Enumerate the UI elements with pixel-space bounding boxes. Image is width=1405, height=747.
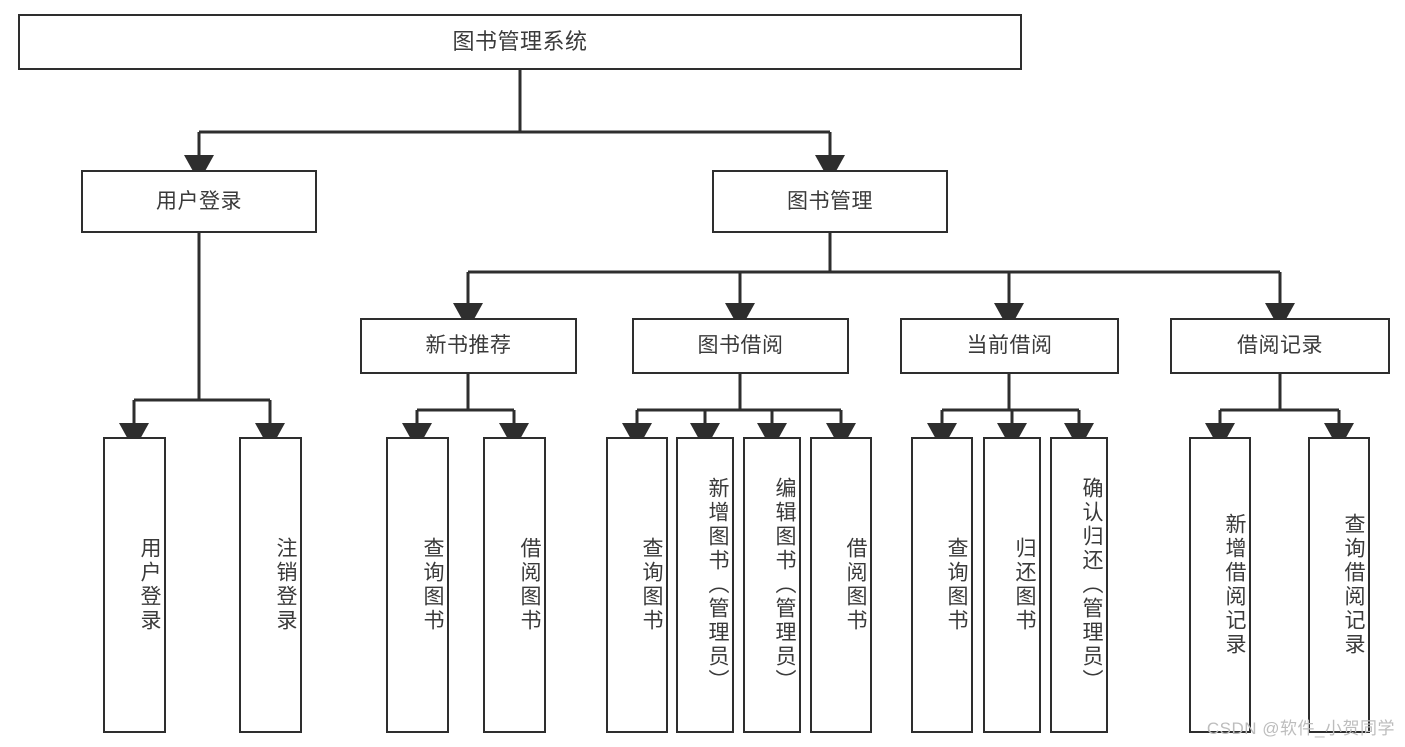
- node-new-book-recommend-label: 新书推荐: [425, 334, 512, 358]
- node-current-borrow[interactable]: 当前借阅: [900, 318, 1119, 374]
- node-leaf-add-book-label: 新增图书（管理员）: [706, 477, 729, 693]
- node-borrow-record-label: 借阅记录: [1237, 334, 1323, 358]
- node-leaf-borrow-book[interactable]: 借阅图书: [810, 437, 872, 733]
- node-leaf-edit-book[interactable]: 编辑图书（管理员）: [743, 437, 801, 733]
- node-borrow-record[interactable]: 借阅记录: [1170, 318, 1390, 374]
- node-new-book-recommend[interactable]: 新书推荐: [360, 318, 577, 374]
- node-leaf-query-book-cur-label: 查询图书: [945, 537, 968, 633]
- node-leaf-add-book[interactable]: 新增图书（管理员）: [676, 437, 734, 733]
- node-leaf-user-login-label: 用户登录: [138, 537, 161, 633]
- node-leaf-edit-book-label: 编辑图书（管理员）: [773, 477, 796, 693]
- node-leaf-add-record[interactable]: 新增借阅记录: [1189, 437, 1251, 733]
- node-leaf-borrow-book-rec[interactable]: 借阅图书: [483, 437, 546, 733]
- node-book-manage[interactable]: 图书管理: [712, 170, 948, 233]
- node-leaf-user-login[interactable]: 用户登录: [103, 437, 166, 733]
- node-user-login-label: 用户登录: [156, 189, 242, 213]
- node-leaf-logout-label: 注销登录: [274, 537, 297, 633]
- node-leaf-borrow-book-rec-label: 借阅图书: [518, 537, 541, 633]
- node-user-login[interactable]: 用户登录: [81, 170, 317, 233]
- csdn-watermark: CSDN @软件_小贺同学: [1206, 719, 1395, 738]
- node-leaf-query-book-borrow[interactable]: 查询图书: [606, 437, 668, 733]
- node-leaf-borrow-book-label: 借阅图书: [844, 537, 867, 633]
- node-leaf-query-book-borrow-label: 查询图书: [640, 537, 663, 633]
- node-leaf-logout[interactable]: 注销登录: [239, 437, 302, 733]
- node-current-borrow-label: 当前借阅: [966, 334, 1053, 358]
- node-leaf-return-book-label: 归还图书: [1013, 537, 1036, 633]
- node-leaf-query-record[interactable]: 查询借阅记录: [1308, 437, 1370, 733]
- node-leaf-return-book[interactable]: 归还图书: [983, 437, 1041, 733]
- node-leaf-query-book-rec[interactable]: 查询图书: [386, 437, 449, 733]
- node-leaf-query-book-cur[interactable]: 查询图书: [911, 437, 973, 733]
- node-leaf-query-record-label: 查询借阅记录: [1342, 513, 1365, 657]
- node-book-borrow[interactable]: 图书借阅: [632, 318, 849, 374]
- node-root[interactable]: 图书管理系统: [18, 14, 1022, 70]
- node-book-borrow-label: 图书借阅: [697, 334, 784, 358]
- node-book-manage-label: 图书管理: [787, 189, 873, 213]
- node-root-label: 图书管理系统: [452, 28, 588, 54]
- node-leaf-confirm-return[interactable]: 确认归还（管理员）: [1050, 437, 1108, 733]
- node-leaf-add-record-label: 新增借阅记录: [1223, 513, 1246, 657]
- node-leaf-confirm-return-label: 确认归还（管理员）: [1080, 477, 1103, 693]
- node-leaf-query-book-rec-label: 查询图书: [421, 537, 444, 633]
